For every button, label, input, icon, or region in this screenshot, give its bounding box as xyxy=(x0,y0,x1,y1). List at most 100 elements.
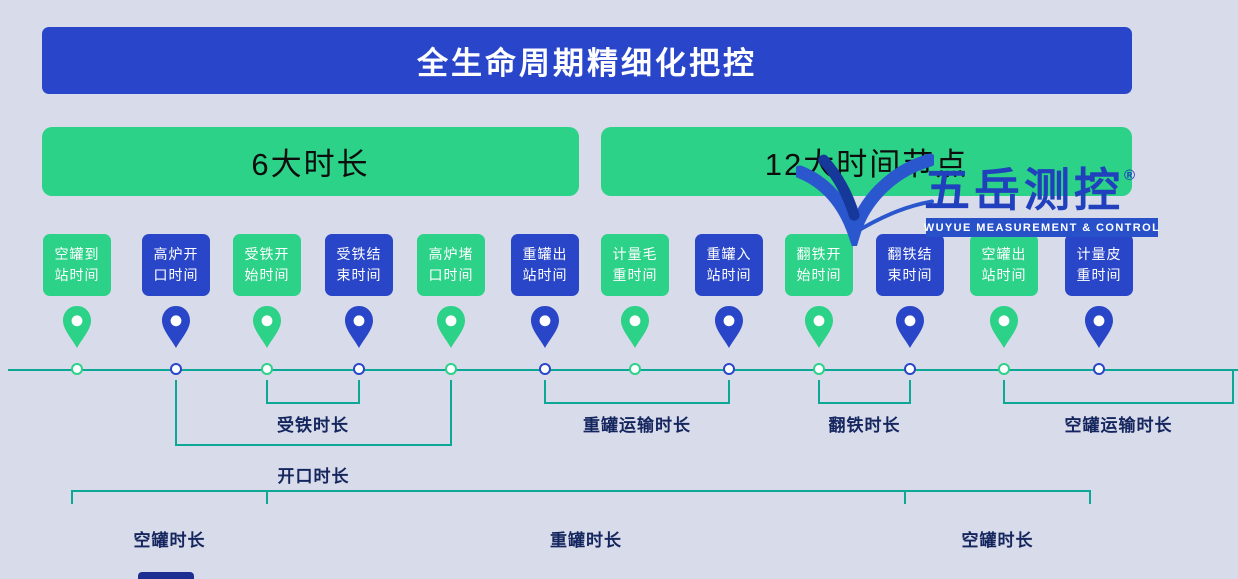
bracket-line xyxy=(450,380,452,444)
company-logo: 五岳测控® WUYUE MEASUREMENT & CONTROL xyxy=(796,146,1168,250)
timeline-dot xyxy=(70,363,83,375)
bracket-line xyxy=(1089,490,1091,504)
bracket-line xyxy=(175,380,177,444)
timeline-dot xyxy=(538,363,551,375)
node-label-line: 计量毛 xyxy=(612,246,658,262)
timeline-dot xyxy=(444,363,457,375)
duration-label: 空罐时长 xyxy=(133,531,206,550)
bracket-line xyxy=(728,380,730,402)
location-pin-icon xyxy=(161,305,191,349)
logo-brand-characters: 五岳测控 xyxy=(924,164,1124,216)
node-label-line: 翻铁开 xyxy=(796,246,842,262)
node-label-2: 高炉开口时间 xyxy=(142,234,210,296)
bracket-line xyxy=(904,490,906,504)
timeline-axis xyxy=(8,369,1238,371)
duration-label: 重罐时长 xyxy=(550,531,622,550)
bracket-line xyxy=(175,444,452,446)
node-label-line: 高炉堵 xyxy=(428,246,474,262)
node-label-line: 空罐到 xyxy=(54,246,100,262)
bracket-line xyxy=(1003,380,1005,402)
location-pin-icon xyxy=(620,305,650,349)
node-label-line: 受铁开 xyxy=(244,246,290,262)
location-pin-icon xyxy=(895,305,925,349)
node-label-line: 重罐入 xyxy=(706,246,752,262)
timeline-dot xyxy=(812,363,825,375)
node-label-1: 空罐到站时间 xyxy=(43,234,111,296)
bracket-line xyxy=(266,490,906,492)
node-label-8: 重罐入站时间 xyxy=(695,234,763,296)
timeline-dot xyxy=(722,363,735,375)
node-label-line: 口时间 xyxy=(153,267,199,283)
node-label-line: 计量皮 xyxy=(1076,246,1122,262)
bracket-line xyxy=(818,402,911,404)
logo-tagline: WUYUE MEASUREMENT & CONTROL xyxy=(924,218,1159,237)
bracket-line xyxy=(818,380,820,402)
location-pin-icon xyxy=(989,305,1019,349)
node-label-9: 翻铁开始时间 xyxy=(785,234,853,296)
duration-label: 空罐时长 xyxy=(961,531,1034,550)
bracket-line xyxy=(909,380,911,402)
bracket-line xyxy=(71,490,73,504)
location-pin-icon xyxy=(1084,305,1114,349)
timeline-dot xyxy=(352,363,365,375)
location-pin-icon xyxy=(436,305,466,349)
node-label-3: 受铁开始时间 xyxy=(233,234,301,296)
node-label-6: 重罐出站时间 xyxy=(511,234,579,296)
node-label-line: 受铁结 xyxy=(336,246,382,262)
duration-label: 开口时长 xyxy=(277,467,350,486)
timeline-dot xyxy=(169,363,182,375)
bracket-line xyxy=(71,490,268,492)
node-label-12: 计量皮重时间 xyxy=(1065,234,1133,296)
location-pin-icon xyxy=(344,305,374,349)
node-label-line: 重时间 xyxy=(612,267,658,283)
node-label-line: 始时间 xyxy=(244,267,290,283)
bracket-line xyxy=(544,402,730,404)
node-label-line: 翻铁结 xyxy=(887,246,933,262)
timeline-dot xyxy=(903,363,916,375)
node-label-7: 计量毛重时间 xyxy=(601,234,669,296)
location-pin-icon xyxy=(252,305,282,349)
logo-brand-text: 五岳测控® xyxy=(924,154,1135,220)
location-pin-icon xyxy=(62,305,92,349)
timeline-dot xyxy=(628,363,641,375)
registered-trademark-icon: ® xyxy=(1124,167,1136,184)
bracket-line xyxy=(544,380,546,402)
bracket-line xyxy=(1003,402,1234,404)
node-label-line: 口时间 xyxy=(428,267,474,283)
location-pin-icon xyxy=(530,305,560,349)
duration-label: 翻铁时长 xyxy=(828,416,901,435)
node-label-line: 重罐出 xyxy=(522,246,568,262)
node-label-line: 始时间 xyxy=(796,267,842,283)
node-label-5: 高炉堵口时间 xyxy=(417,234,485,296)
timeline-dot xyxy=(997,363,1010,375)
banner-six-durations: 6大时长 xyxy=(42,127,579,196)
node-label-line: 站时间 xyxy=(706,267,752,283)
timeline-dot xyxy=(260,363,273,375)
location-pin-icon xyxy=(714,305,744,349)
bracket-line xyxy=(266,380,268,402)
page-title: 全生命周期精细化把控 xyxy=(42,27,1132,94)
node-label-line: 高炉开 xyxy=(153,246,199,262)
bottom-decoration xyxy=(138,572,194,579)
bracket-line xyxy=(1232,371,1234,402)
duration-label: 重罐运输时长 xyxy=(583,416,691,435)
node-label-line: 束时间 xyxy=(887,267,933,283)
bracket-line xyxy=(266,402,360,404)
node-label-line: 站时间 xyxy=(981,267,1027,283)
bracket-line xyxy=(266,490,268,504)
node-label-line: 站时间 xyxy=(54,267,100,283)
duration-label: 空罐运输时长 xyxy=(1064,416,1173,435)
bracket-line xyxy=(904,490,1091,492)
node-label-line: 空罐出 xyxy=(981,246,1027,262)
location-pin-icon xyxy=(804,305,834,349)
node-label-line: 重时间 xyxy=(1076,267,1122,283)
duration-label: 受铁时长 xyxy=(277,416,349,435)
node-label-line: 站时间 xyxy=(522,267,568,283)
node-label-line: 束时间 xyxy=(336,267,382,283)
node-label-11: 空罐出站时间 xyxy=(970,234,1038,296)
logo-swoosh-icon xyxy=(796,153,934,246)
bracket-line xyxy=(358,380,360,402)
node-label-4: 受铁结束时间 xyxy=(325,234,393,296)
node-label-10: 翻铁结束时间 xyxy=(876,234,944,296)
